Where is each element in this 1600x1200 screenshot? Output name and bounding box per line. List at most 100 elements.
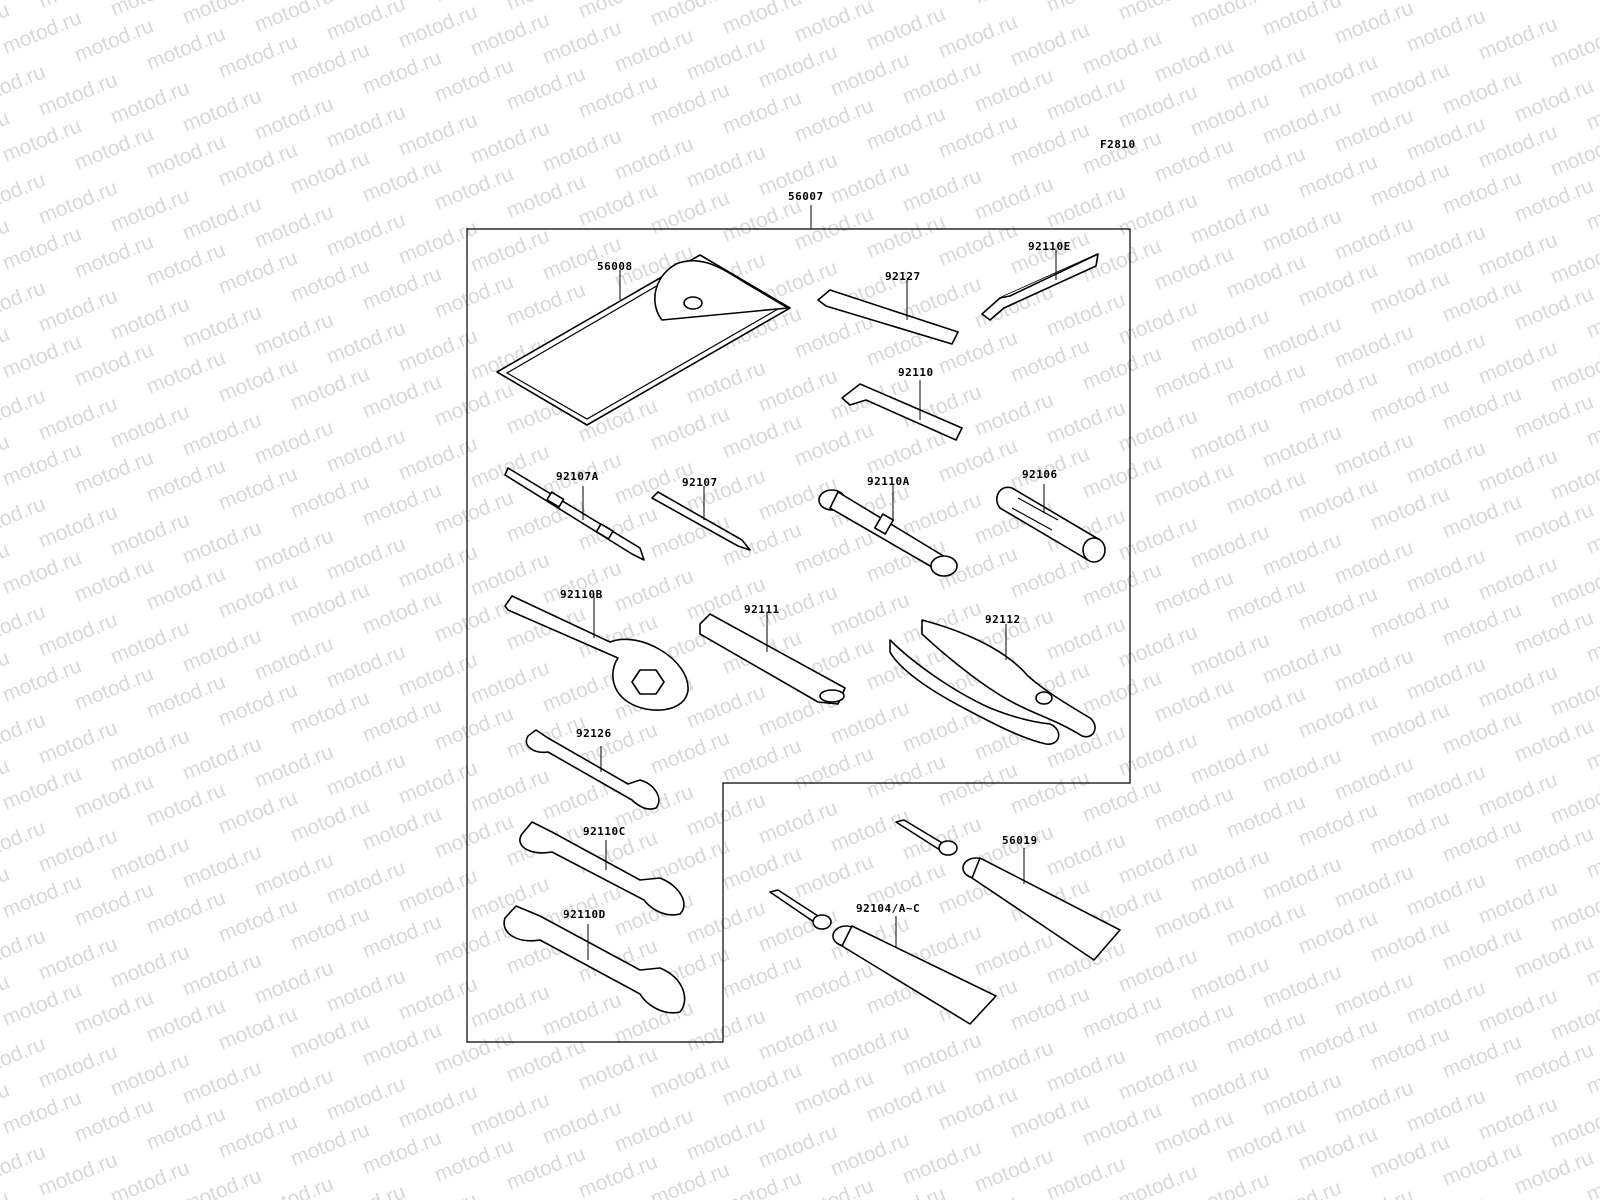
watermark-text: motod.ru <box>1043 288 1128 340</box>
watermark-text: motod.ru <box>791 958 876 1010</box>
watermark-text: motod.ru <box>359 478 444 530</box>
watermark-text: motod.ru <box>179 300 264 352</box>
watermark-text: motod.ru <box>1043 828 1128 880</box>
watermark-text: motod.ru <box>899 488 984 540</box>
watermark-text: motod.ru <box>1439 274 1524 326</box>
watermark-text: motod.ru <box>863 102 948 154</box>
watermark-text: motod.ru <box>1331 104 1416 156</box>
watermark-text: motod.ru <box>0 978 85 1030</box>
watermark-text: motod.ru <box>323 640 408 692</box>
watermark-text: motod.ru <box>215 462 300 514</box>
watermark-text: motod.ru <box>719 0 804 39</box>
part-label-92127: 92127 <box>885 270 921 283</box>
part-label-92104: 92104/A~C <box>856 902 921 915</box>
watermark-text: motod.ru <box>683 1112 768 1164</box>
watermark-text: motod.ru <box>35 284 120 336</box>
watermark-text: motod.ru <box>359 1018 444 1070</box>
ring-spanner-92110B <box>504 595 689 711</box>
watermark-text: motod.ru <box>683 788 768 840</box>
watermark-text: motod.ru <box>179 624 264 676</box>
watermark-text: motod.ru <box>719 1058 804 1110</box>
watermark-text: motod.ru <box>1187 736 1272 788</box>
watermark-text: motod.ru <box>1043 612 1128 664</box>
watermark-text: motod.ru <box>359 802 444 854</box>
watermark-text: motod.ru <box>1007 118 1092 170</box>
watermark-text: motod.ru <box>611 132 696 184</box>
watermark-text: motod.ru <box>503 278 588 330</box>
watermark-text: motod.ru <box>0 1186 13 1200</box>
watermark-text: motod.ru <box>1259 852 1344 904</box>
watermark-text: motod.ru <box>35 608 120 660</box>
watermark-text: motod.ru <box>107 184 192 236</box>
watermark-text: motod.ru <box>71 986 156 1038</box>
watermark-text: motod.ru <box>287 38 372 90</box>
watermark-text: motod.ru <box>1295 150 1380 202</box>
watermark-text: motod.ru <box>1043 1044 1128 1096</box>
watermark-text: motod.ru <box>251 416 336 468</box>
watermark-text: motod.ru <box>1187 1060 1272 1112</box>
watermark-text: motod.ru <box>503 170 588 222</box>
part-label-92110D: 92110D <box>563 908 606 921</box>
part-label-56008: 56008 <box>597 260 633 273</box>
watermark-text: motod.ru <box>647 0 732 31</box>
watermark-text: motod.ru <box>251 848 336 900</box>
watermark-text: motod.ru <box>1115 620 1200 672</box>
watermark-text: motod.ru <box>1223 574 1308 626</box>
watermark-text: motod.ru <box>1475 1092 1560 1144</box>
watermark-text: motod.ru <box>791 850 876 902</box>
watermark-text: motod.ru <box>1331 428 1416 480</box>
watermark-text: motod.ru <box>1439 706 1524 758</box>
watermark-text: motod.ru <box>1187 0 1272 33</box>
watermark-text: motod.ru <box>179 408 264 460</box>
watermark-text: motod.ru <box>827 156 912 208</box>
watermark-text: motod.ru <box>143 778 228 830</box>
watermark-text: motod.ru <box>971 928 1056 980</box>
watermark-text: motod.ru <box>467 440 552 492</box>
watermark-text: motod.ru <box>1151 134 1236 186</box>
watermark-text: motod.ru <box>719 410 804 462</box>
watermark-text: motod.ru <box>1295 50 1380 102</box>
watermark-text: motod.ru <box>827 588 912 640</box>
part-label-92110E: 92110E <box>1028 240 1071 253</box>
watermark-text: motod.ru <box>323 208 408 260</box>
watermark-text: motod.ru <box>1259 528 1344 580</box>
watermark-text: motod.ru <box>431 1134 516 1186</box>
watermark-text: motod.ru <box>1115 944 1200 996</box>
watermark-text: motod.ru <box>107 724 192 776</box>
watermark-text: motod.ru <box>755 364 840 416</box>
watermark-text: motod.ru <box>1511 606 1596 658</box>
watermark-text: motod.ru <box>539 988 624 1040</box>
screwdriver-92107 <box>651 486 751 551</box>
watermark-text: motod.ru <box>1043 396 1128 448</box>
watermark-text: motod.ru <box>899 0 984 1</box>
watermark-text: motod.ru <box>1295 366 1380 418</box>
watermark-text: motod.ru <box>1511 390 1596 442</box>
watermark-text: motod.ru <box>1439 598 1524 650</box>
watermark-text: motod.ru <box>1151 674 1236 726</box>
watermark-text: motod.ru <box>1331 320 1416 372</box>
watermark-text: motod.ru <box>1331 0 1416 49</box>
watermark-text: motod.ru <box>1403 544 1488 596</box>
watermark-text: motod.ru <box>1475 444 1560 496</box>
watermark-text: motod.ru <box>395 1080 480 1132</box>
watermark-text: motod.ru <box>467 116 552 168</box>
part-label-92112: 92112 <box>985 613 1021 626</box>
watermark-text: motod.ru <box>359 694 444 746</box>
watermark-text: motod.ru <box>1259 312 1344 364</box>
watermark-text: motod.ru <box>0 222 85 274</box>
watermark-text: motod.ru <box>71 338 156 390</box>
watermark-text: motod.ru <box>1223 682 1308 734</box>
watermark-text: motod.ru <box>899 1136 984 1188</box>
watermark-text: motod.ru <box>251 956 336 1008</box>
watermark-text: motod.ru <box>1475 876 1560 928</box>
watermark-text: motod.ru <box>1079 450 1164 502</box>
watermark-text: motod.ru <box>1295 690 1380 742</box>
watermark-text: motod.ru <box>107 832 192 884</box>
watermark-text: motod.ru <box>791 94 876 146</box>
watermark-text: motod.ru <box>1259 204 1344 256</box>
watermark-text: motod.ru <box>935 1082 1020 1134</box>
watermark-text: motod.ru <box>215 138 300 190</box>
watermark-text: motod.ru <box>1403 112 1488 164</box>
watermark-text: motod.ru <box>467 980 552 1032</box>
spanner-92126 <box>525 729 660 810</box>
